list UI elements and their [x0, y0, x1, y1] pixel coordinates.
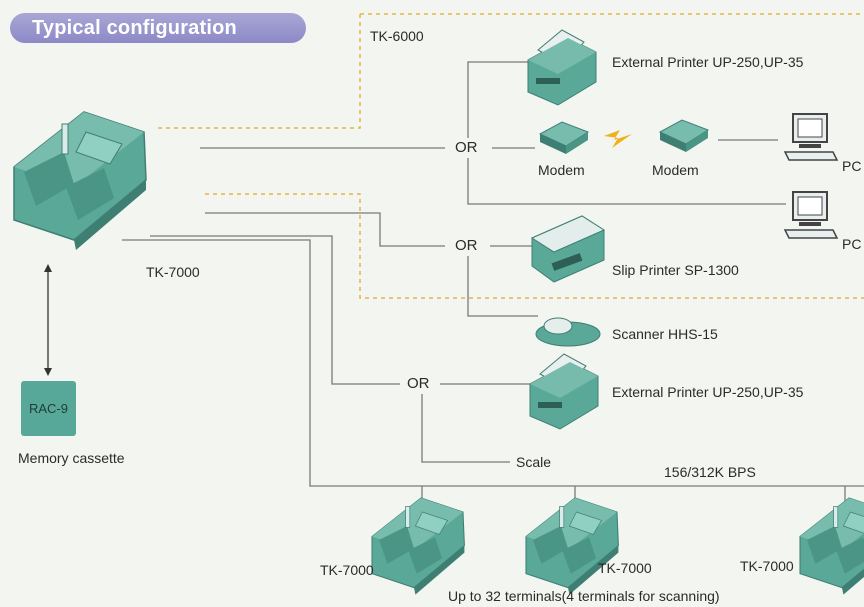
tk6000-border-left — [158, 14, 361, 129]
main-register-icon — [13, 111, 147, 251]
line-register-or3 — [150, 235, 400, 385]
terminal-1-label: TK-7000 — [320, 562, 374, 578]
modem-left-icon — [539, 121, 589, 155]
memory-cassette-icon: RAC-9 — [21, 381, 76, 436]
memory-cassette-label: RAC-9 — [28, 401, 68, 416]
or-node-2: OR — [452, 238, 481, 254]
group-label: TK-6000 — [370, 28, 424, 44]
network-note: Up to 32 terminals(4 terminals for scann… — [448, 588, 720, 604]
main-register-label: TK-7000 — [146, 264, 200, 280]
external-printer-top-icon — [527, 29, 597, 106]
slip-printer-icon — [531, 215, 605, 283]
line-or1-printer — [467, 61, 530, 138]
lightning-icon — [604, 130, 632, 148]
external-printer-bottom-icon — [529, 353, 599, 430]
scanner-icon — [535, 317, 601, 347]
terminal-3-icon — [799, 497, 864, 596]
pc-bottom-icon — [784, 191, 838, 239]
line-network-bus — [122, 239, 864, 487]
slip-printer-label: Slip Printer SP-1300 — [612, 262, 739, 278]
modem-right-label: Modem — [652, 162, 699, 178]
or-node-1: OR — [452, 140, 481, 156]
scale-label: Scale — [516, 454, 552, 470]
terminal-3-label: TK-7000 — [740, 558, 794, 574]
external-printer-top-label: External Printer UP-250,UP-35 — [612, 54, 804, 70]
double-arrow-icon — [44, 264, 52, 376]
scanner-label: Scanner HHS-15 — [612, 326, 718, 342]
modem-right-icon — [659, 119, 709, 153]
modem-left-label: Modem — [538, 162, 585, 178]
network-speed-label: 156/312K BPS — [664, 464, 756, 480]
terminal-1-icon — [371, 497, 465, 596]
terminal-2-icon — [525, 497, 619, 596]
memory-cassette-caption: Memory cassette — [18, 450, 125, 466]
line-or1-pc — [467, 158, 786, 205]
terminal-2-label: TK-7000 — [598, 560, 652, 576]
line-or3-scale — [421, 394, 510, 463]
external-printer-bottom-label: External Printer UP-250,UP-35 — [612, 384, 804, 400]
pc-top-label: PC — [842, 158, 862, 174]
or-node-3: OR — [404, 376, 433, 392]
page-title: Typical configuration — [10, 13, 306, 43]
pc-top-icon — [784, 113, 838, 161]
line-register-or2 — [205, 212, 445, 247]
line-or2-scanner — [467, 256, 538, 317]
pc-bottom-label: PC — [842, 236, 862, 252]
